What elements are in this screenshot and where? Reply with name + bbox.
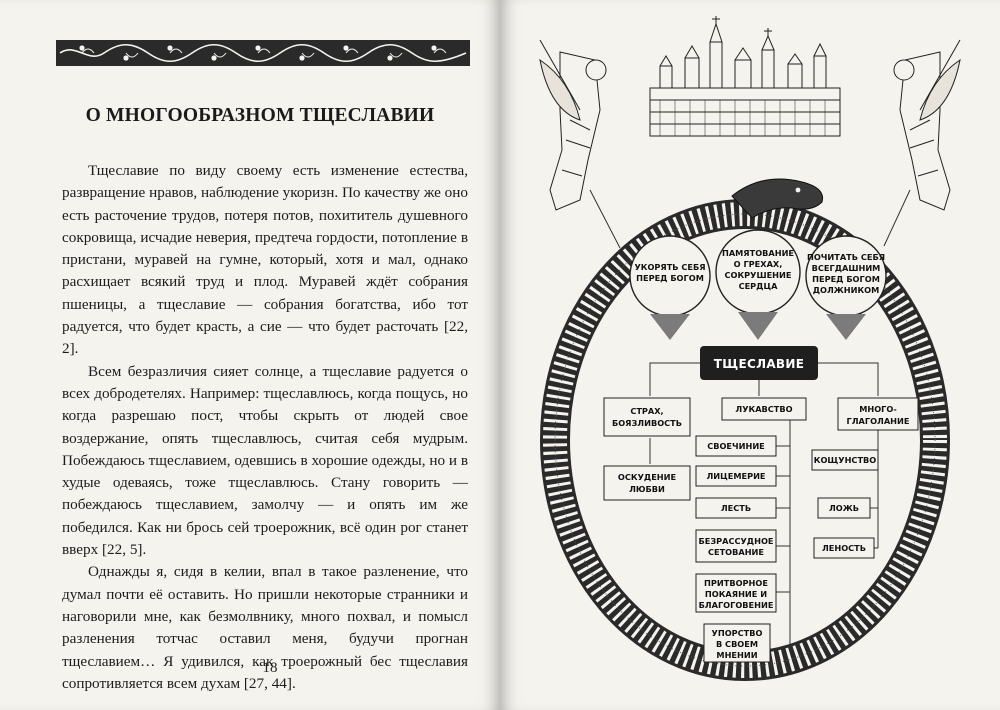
branch-item: УПОРСТВО (712, 628, 763, 638)
center-label: ТЩЕСЛАВИЕ (714, 357, 804, 371)
remedy-label: ПОЧИТАТЬ СЕБЯ (807, 252, 885, 262)
branch-item: ЛОЖЬ (829, 503, 859, 513)
branch-item: В СВОЕМ (716, 639, 758, 649)
branch-item: СЕТОВАНИЕ (708, 547, 764, 557)
branch-label: МНОГО- (859, 404, 897, 414)
ornament-band (56, 40, 470, 66)
branch-label: ОСКУДЕНИЕ (618, 472, 676, 482)
remedy-label: СОКРУШЕНИЕ (725, 270, 792, 280)
center-node: ТЩЕСЛАВИЕ (700, 346, 818, 380)
branch-label: ЛЮБВИ (629, 484, 665, 494)
branch-item: БЕЗРАССУДНОЕ (698, 536, 773, 546)
left-page: О МНОГООБРАЗНОМ ТЩЕСЛАВИИ Тщеславие по в… (0, 0, 500, 710)
remedy-label: СЕРДЦА (739, 281, 778, 291)
branch-item: ПОКАЯНИЕ И (705, 589, 767, 599)
branch-middle: ЛУКАВСТВО СВОЕЧИНИЕ ЛИЦЕМЕРИЕ ЛЕСТЬ БЕЗР… (695, 397, 807, 663)
remedy-label: О ГРЕХАХ, (734, 259, 783, 269)
body-text: Тщеславие по виду своему есть изменение … (62, 160, 468, 695)
right-page: УКОРЯТЬ СЕБЯ ПЕРЕД БОГОМ ПАМЯТОВАНИЕ О Г… (500, 0, 1000, 710)
branch-item: ЛИЦЕМЕРИЕ (706, 471, 765, 481)
remedy-1: УКОРЯТЬ СЕБЯ ПЕРЕД БОГОМ (629, 235, 711, 340)
branch-left: СТРАХ, БОЯЗЛИВОСТЬ ОСКУДЕНИЕ ЛЮБВИ (603, 397, 691, 501)
remedy-label: ПАМЯТОВАНИЕ (722, 248, 794, 258)
branch-right: МНОГО- ГЛАГОЛАНИЕ КОЩУНСТВО ЛОЖЬ ЛЕНОСТЬ (811, 397, 919, 559)
branch-label: ЛУКАВСТВО (735, 404, 792, 414)
branch-item: МНЕНИИ (716, 650, 757, 660)
remedy-3: ПОЧИТАТЬ СЕБЯ ВСЕГДАШНИМ ПЕРЕД БОГОМ ДОЛ… (805, 235, 887, 340)
city-illustration (649, 16, 841, 137)
chapter-title: О МНОГООБРАЗНОМ ТЩЕСЛАВИИ (85, 105, 435, 126)
pointer-line (589, 189, 621, 249)
vainglory-diagram: УКОРЯТЬ СЕБЯ ПЕРЕД БОГОМ ПАМЯТОВАНИЕ О Г… (539, 16, 961, 681)
branch-item: БЛАГОГОВЕНИЕ (699, 600, 774, 610)
remedy-label: УКОРЯТЬ СЕБЯ (634, 262, 705, 272)
branch-item: ЛЕНОСТЬ (822, 543, 866, 553)
remedy-2: ПАМЯТОВАНИЕ О ГРЕХАХ, СОКРУШЕНИЕ СЕРДЦА (715, 229, 801, 340)
left-angel-illustration (539, 39, 607, 211)
branch-item: КОЩУНСТВО (814, 455, 877, 465)
paragraph: Всем безразличия сияет солнце, а тщеслав… (62, 362, 468, 559)
remedy-label: ВСЕГДАШНИМ (812, 263, 881, 273)
branch-label: БОЯЗЛИВОСТЬ (612, 418, 682, 428)
remedy-label: ПЕРЕД БОГОМ (636, 273, 704, 283)
branch-label: ГЛАГОЛАНИЕ (847, 416, 910, 426)
paragraph: Однажды я, сидя в келии, впал в такое ра… (62, 563, 468, 692)
remedy-label: ПЕРЕД БОГОМ (812, 274, 880, 284)
serpent-ring (540, 178, 950, 681)
right-angel-illustration (893, 39, 961, 211)
branch-label: СТРАХ, (630, 406, 663, 416)
page-number: 18 (262, 660, 278, 676)
pointer-line (883, 189, 911, 247)
branch-item: ПРИТВОРНОЕ (704, 578, 768, 588)
branch-item: СВОЕЧИНИЕ (707, 441, 765, 451)
branch-item: ЛЕСТЬ (721, 503, 751, 513)
remedy-label: ДОЛЖНИКОМ (813, 285, 880, 295)
paragraph: Тщеславие по виду своему есть изменение … (62, 162, 468, 358)
